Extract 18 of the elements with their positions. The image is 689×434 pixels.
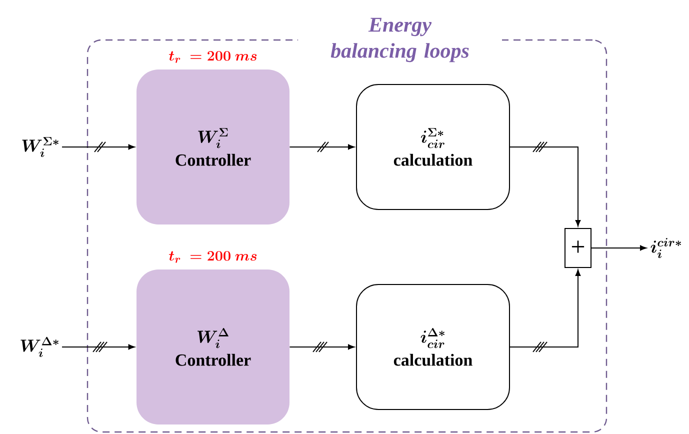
rise-time-label: $t_r\ = 200\ ms$ [169,51,257,63]
arrow [62,342,135,352]
controller-box: $W_i^{\Delta}$ Controller [136,270,290,424]
calculation-box: $i_{cir}^{\Sigma *}$ calculation [356,84,510,210]
arrow [510,270,581,352]
arrow [289,142,354,152]
summing-junction: + [564,228,592,268]
rise-time-label: $t_r\ = 200\ ms$ [169,251,257,263]
arrow [62,142,135,152]
arrow [510,142,581,226]
signal-label: $W_i^{\Sigma *}$ [22,137,58,158]
arrow [591,245,646,251]
arrow [289,342,354,352]
signal-label: $i_i^{cir *}$ [650,238,681,258]
controller-box: $W_i^{\Sigma}$ Controller [136,70,290,224]
calculation-box: $i_{cir}^{\Delta *}$ calculation [356,284,510,410]
signal-label: $W_i^{\Delta *}$ [20,336,58,357]
node-label: Energy [368,18,432,36]
